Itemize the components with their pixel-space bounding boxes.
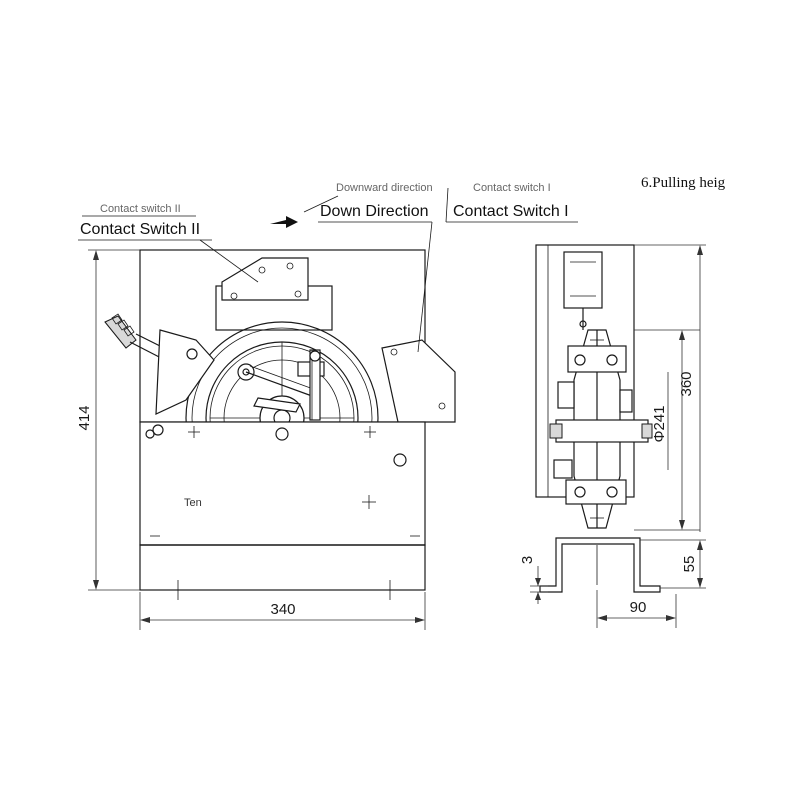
front-dimensions: [88, 249, 426, 630]
contact-switch-2-housing: [221, 257, 309, 301]
side-dimensions: [530, 244, 706, 628]
flyweight-linkage: [237, 349, 325, 421]
base-plate: [139, 544, 426, 591]
side-switch-box: [563, 251, 603, 309]
base-height-dimension: 55: [681, 556, 698, 573]
height-dimension: 414: [76, 405, 93, 430]
contact-switch-2-label: Contact Switch II: [80, 221, 200, 238]
side-sheave: [549, 329, 653, 529]
side-view: [535, 244, 661, 593]
diameter-dimension: Φ241: [651, 406, 668, 443]
leader-lines: [78, 187, 578, 353]
width-dimension: 340: [270, 601, 295, 618]
down-direction-arrow-icon: [270, 216, 298, 228]
side-height-dimension: 360: [678, 371, 695, 396]
downward-direction-small-label: Downward direction: [336, 182, 433, 194]
ten-label: Ten: [184, 497, 202, 509]
base-width-dimension: 90: [630, 599, 647, 616]
contact-switch-1-small-label: Contact switch I: [473, 182, 551, 194]
contact-switch-2-small-label: Contact switch II: [100, 203, 181, 215]
front-view: Ten: [104, 249, 456, 600]
side-angle-bracket: [539, 537, 661, 593]
contact-switch-1-label: Contact Switch I: [453, 203, 569, 220]
spring-tensioner: [104, 313, 215, 415]
down-direction-label: Down Direction: [320, 203, 428, 220]
plate-thickness-dimension: 3: [519, 556, 536, 564]
contact-switch-1-housing: [381, 339, 456, 423]
drawing-title: 6.Pulling heig: [641, 175, 726, 191]
